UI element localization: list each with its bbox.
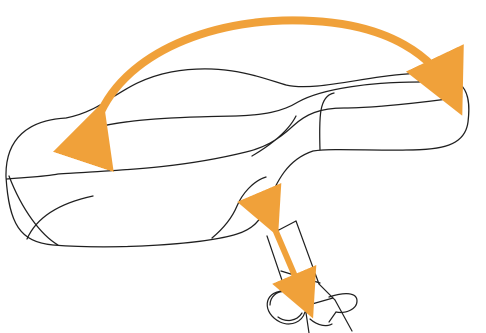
seat-post	[253, 214, 357, 333]
adjustment-arrows	[96, 20, 452, 302]
saddle-shell	[6, 69, 469, 247]
curved-double-arrow-icon	[96, 20, 452, 124]
